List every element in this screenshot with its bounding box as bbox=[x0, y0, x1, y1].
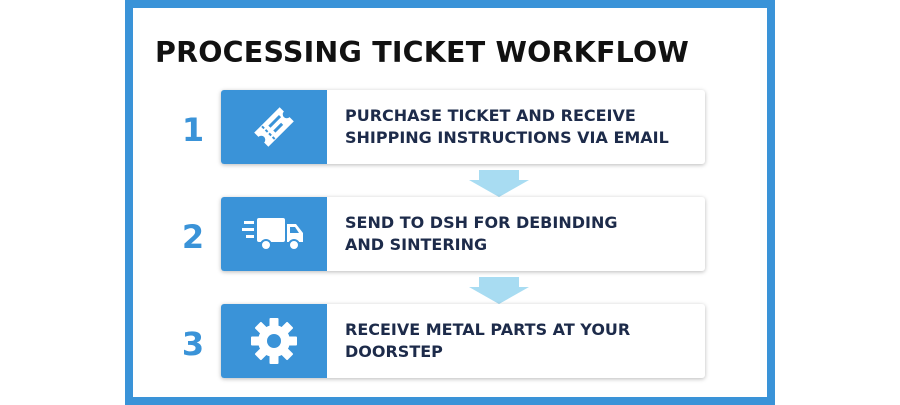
down-arrow-icon bbox=[469, 180, 529, 197]
down-arrow-icon bbox=[469, 287, 529, 304]
down-arrow-shaft bbox=[479, 170, 519, 180]
step-description-line: RECEIVE METAL PARTS AT YOUR bbox=[345, 320, 631, 339]
ticket-icon bbox=[254, 107, 294, 147]
step-card: RECEIVE METAL PARTS AT YOUR DOORSTEP bbox=[221, 304, 705, 378]
workflow-step-1: 1 PURCHASE TICKET AND RECEIVE bbox=[133, 90, 767, 170]
workflow-frame: PROCESSING TICKET WORKFLOW 1 bbox=[125, 0, 775, 405]
delivery-truck-icon bbox=[242, 218, 303, 251]
workflow-step-2: 2 SEND TO DSH FOR bbox=[133, 197, 767, 277]
step-description-line: DOORSTEP bbox=[345, 342, 443, 361]
workflow-panel: PROCESSING TICKET WORKFLOW 1 bbox=[133, 8, 767, 397]
step-card: PURCHASE TICKET AND RECEIVE SHIPPING INS… bbox=[221, 90, 705, 164]
step-number: 3 bbox=[181, 325, 205, 363]
step-icon-tile bbox=[221, 90, 327, 164]
step-description: PURCHASE TICKET AND RECEIVE SHIPPING INS… bbox=[345, 90, 695, 164]
step-description: RECEIVE METAL PARTS AT YOUR DOORSTEP bbox=[345, 304, 695, 378]
step-description-line: SHIPPING INSTRUCTIONS VIA EMAIL bbox=[345, 128, 669, 147]
down-arrow-shaft bbox=[479, 277, 519, 287]
step-icon-tile bbox=[221, 304, 327, 378]
step-description: SEND TO DSH FOR DEBINDING AND SINTERING bbox=[345, 197, 695, 271]
step-description-line: SEND TO DSH FOR DEBINDING bbox=[345, 213, 618, 232]
workflow-step-3: 3 bbox=[133, 304, 767, 384]
step-number: 1 bbox=[181, 111, 205, 149]
gear-icon bbox=[251, 318, 297, 364]
step-description-line: PURCHASE TICKET AND RECEIVE bbox=[345, 106, 636, 125]
workflow-title: PROCESSING TICKET WORKFLOW bbox=[155, 36, 690, 69]
step-description-line: AND SINTERING bbox=[345, 235, 488, 254]
step-number: 2 bbox=[181, 218, 205, 256]
step-card: SEND TO DSH FOR DEBINDING AND SINTERING bbox=[221, 197, 705, 271]
step-icon-tile bbox=[221, 197, 327, 271]
